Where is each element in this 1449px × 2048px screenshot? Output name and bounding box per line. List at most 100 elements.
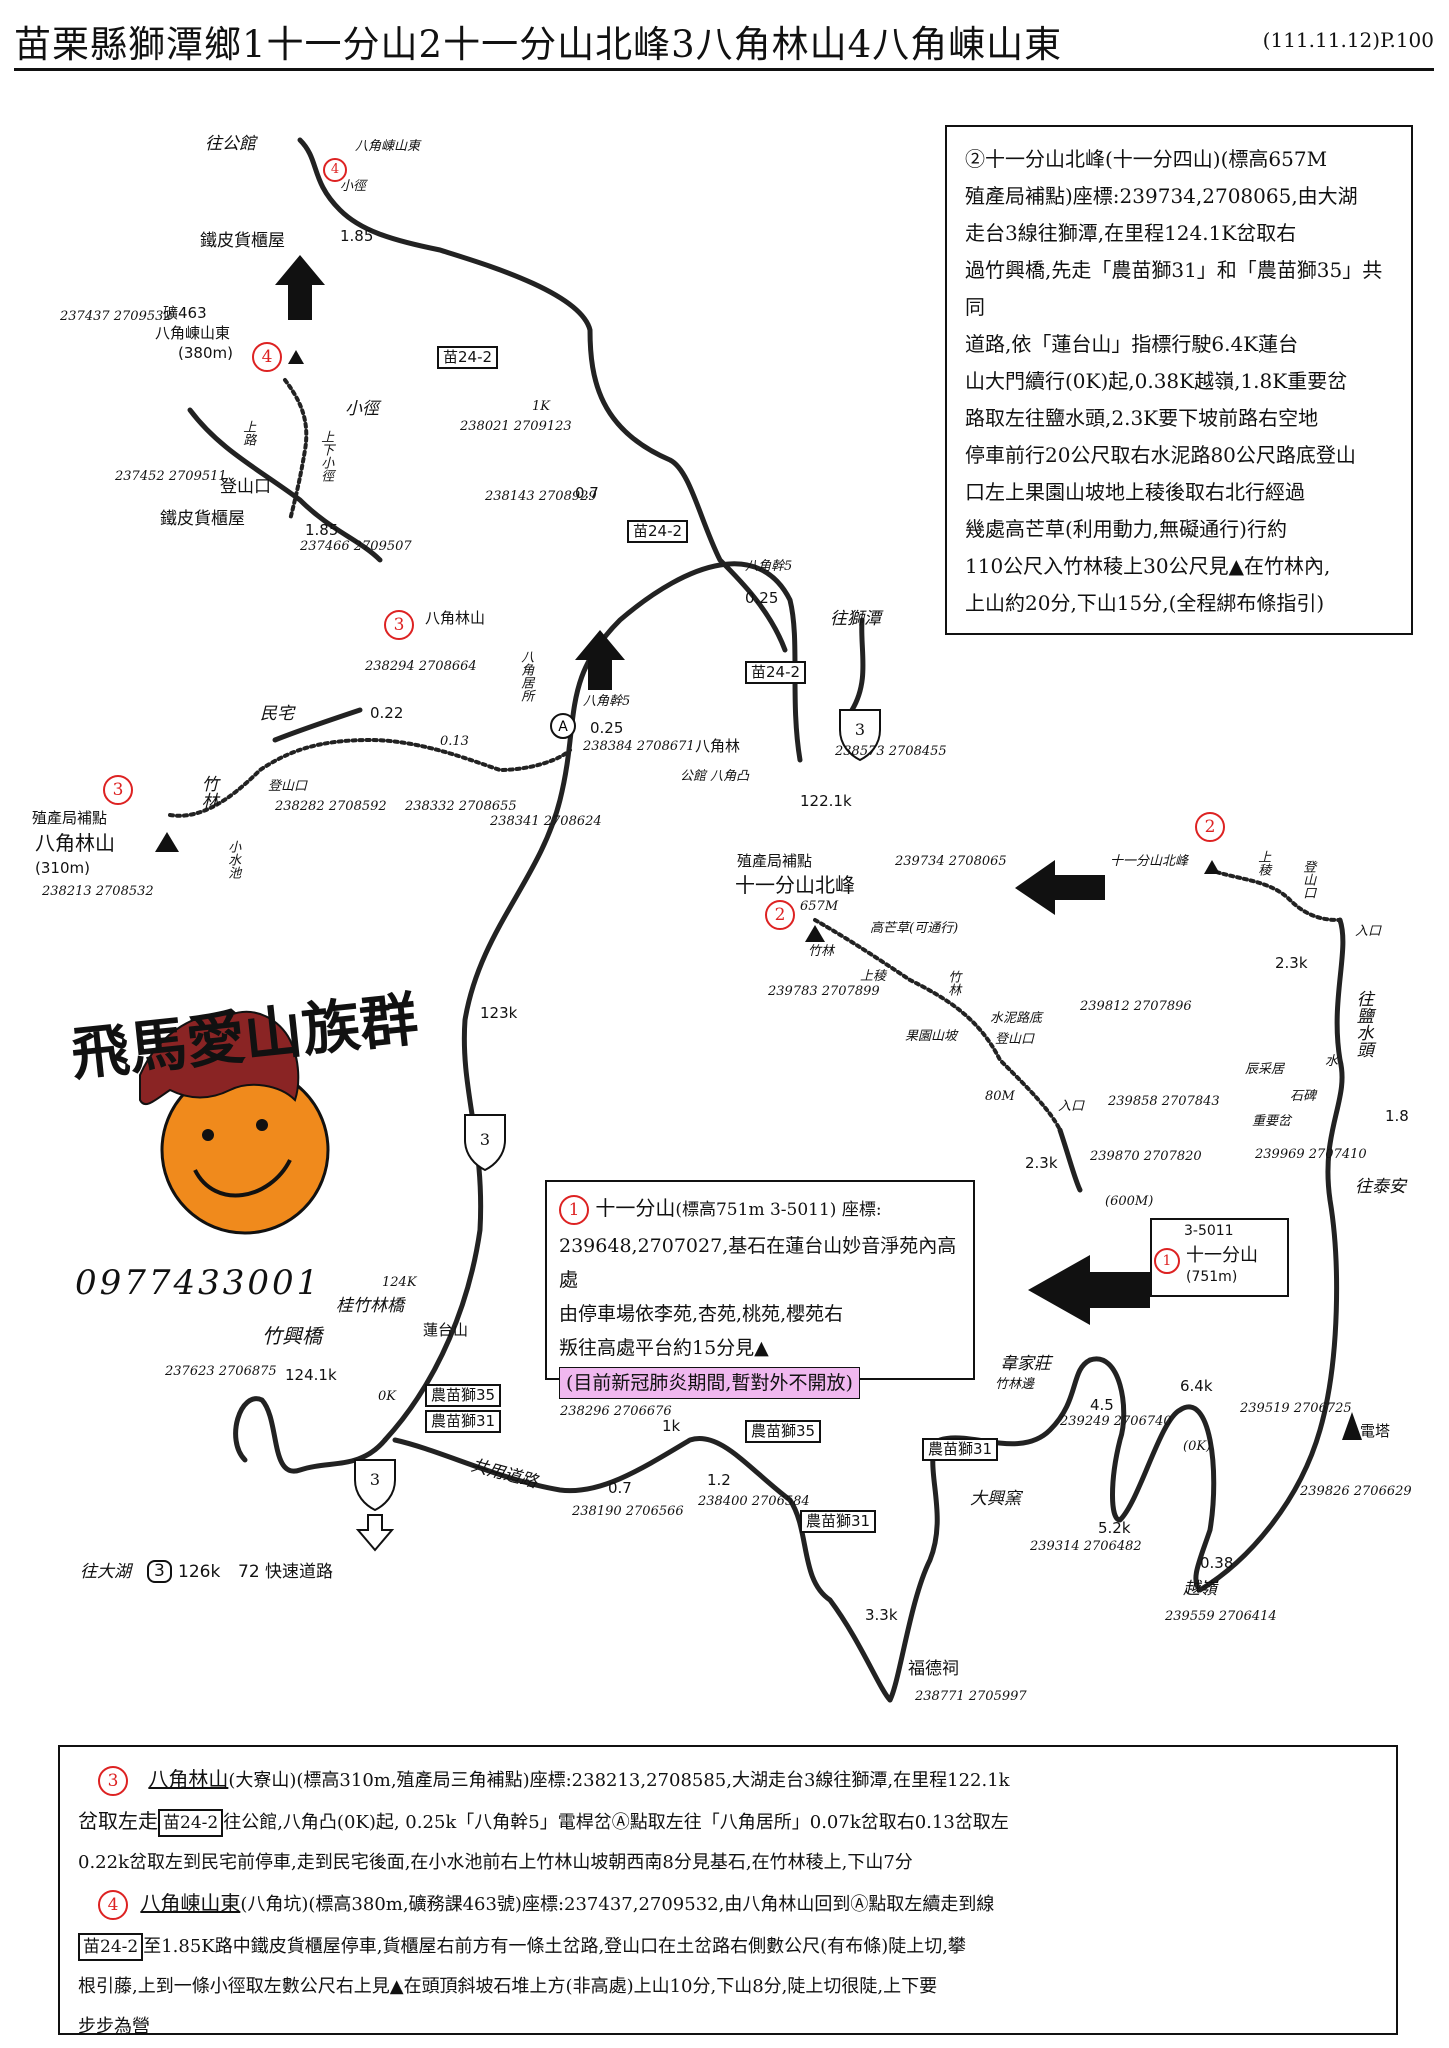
label-entrance: 入口 — [1058, 1099, 1085, 1114]
coord-r: 239969 2707410 — [1255, 1147, 1367, 1162]
info-1-body: 239648,2707027,基石在蓮台山妙音淨苑內高處 由停車場依李苑,杏苑,… — [559, 1229, 961, 1365]
coord-p: 239870 2707820 — [1090, 1149, 1202, 1164]
info-2-line: 山大門續行(0K)起,0.38K越嶺,1.8K重要岔 — [965, 369, 1348, 393]
label-baguadong-east-top: 八角崠山東 — [355, 139, 421, 154]
route-3-shield-north — [839, 709, 881, 762]
marker-1-sign: 1 — [1154, 1248, 1180, 1274]
label-trail-updown: 上下小徑 — [318, 430, 334, 482]
page-title: 苗栗縣獅潭鄉1十一分山2十一分山北峰3八角林山4八角崠山東 (111.11.12… — [14, 8, 1434, 71]
route-3-road-south — [233, 1396, 388, 1474]
label-k-1241: 124.1k — [285, 1366, 337, 1384]
info-1-line: 叛往高處平台約15分見▲ — [559, 1336, 769, 1359]
label-ridge-2: 上稜 — [860, 969, 887, 984]
label-bamboo: 竹林 — [197, 775, 218, 809]
coord-1k-b: 238296 2706676 — [560, 1404, 672, 1419]
label-trail-small-top: 小徑 — [340, 179, 367, 194]
label-bamboo-4: 竹林邊 — [995, 1377, 1035, 1392]
marker-2-right: 2 — [1195, 812, 1225, 842]
label-bajiaolin: 八角林 — [695, 737, 741, 755]
label-zhichan-2: 殖產局補點 — [737, 852, 813, 870]
road-east-b — [887, 1357, 1093, 1703]
coord-entrance: 239858 2707843 — [1108, 1094, 1220, 1109]
info-3-detail: (大寮山)(標高310m,殖產局三角補點)座標:238213,2708585,大… — [228, 1770, 1010, 1791]
label-stone: 石碑 — [1290, 1089, 1317, 1104]
summit-triangle-3 — [155, 832, 179, 852]
road-east — [392, 1436, 893, 1703]
coord-trailhead: 237452 2709511 — [115, 469, 227, 484]
info-4-line-4: 步步為營 — [78, 2016, 150, 2037]
trail-4-road — [187, 407, 383, 563]
label-guizhulin-bridge: 桂竹林橋 — [336, 1296, 404, 1316]
coord-038: 239559 2706414 — [1165, 1609, 1277, 1624]
label-k-1k-b: 1k — [662, 1417, 681, 1435]
arrow-up-1 — [275, 255, 325, 320]
label-north-peak-small: 十一分山北峰 — [1110, 854, 1189, 869]
route-3-road — [382, 561, 803, 1443]
label-ridge-r: 上稜 — [1255, 850, 1271, 876]
label-zhongyao: 重要岔 — [1252, 1114, 1292, 1129]
label-bamboo-2: 竹林 — [808, 944, 835, 959]
info-3-line2-a: 岔取左走 — [78, 1809, 158, 1833]
direction-arrows — [275, 255, 1150, 1325]
coord-3-trailhead: 238282 2708592 — [275, 799, 387, 814]
trail-4 — [283, 378, 309, 522]
info-4-detail: (八角坑)(標高380m,礦務課463號)座標:237437,2709532,由… — [240, 1894, 995, 1915]
label-zhuxing-bridge: 竹興橋 — [262, 1324, 322, 1348]
label-k-12: 1.2 — [707, 1471, 731, 1489]
info-3-name: 八角林山 — [148, 1767, 229, 1791]
label-to-taian: 往泰安 — [1355, 1177, 1406, 1197]
label-bamboo-3: 竹林 — [945, 970, 961, 996]
label-k-124: 124K — [382, 1275, 417, 1290]
label-k-1: 1K — [532, 399, 550, 414]
summit-triangle-2 — [805, 925, 825, 942]
summit-triangle-4 — [288, 350, 304, 364]
info-2-line: 殖產局補點)座標:239734,2708065,由大湖 — [965, 184, 1358, 208]
coord-2b: 239783 2707899 — [768, 984, 880, 999]
logo-eye-left — [202, 1129, 214, 1141]
label-to-gongguan: 往公館 — [205, 134, 256, 154]
label-trailhead-2: 登山口 — [995, 1032, 1035, 1047]
arrow-left-2 — [1028, 1255, 1150, 1325]
route-3-shield-south — [354, 1459, 396, 1512]
trail-north-peak-2 — [1208, 868, 1342, 922]
label-north-peak-name: 十一分山北峰 — [735, 873, 855, 897]
label-route3-badge: 3 — [147, 1560, 172, 1583]
info-3-line-1: 3 八角林山(大寮山)(標高310m,殖產局三角補點)座標:238213,270… — [78, 1759, 1378, 1801]
info-1-detail: (標高751m 3-5011) 座標: — [675, 1200, 882, 1220]
trail-3 — [168, 738, 572, 818]
label-ok: 0K — [378, 1389, 396, 1404]
label-dengshan-r: 登山口 — [1300, 860, 1316, 899]
coord-07: 238143 2708929 — [485, 489, 597, 504]
label-k-23-r: 2.3k — [1275, 954, 1308, 972]
info-4-line-1: 4 八角崠山東(八角坑)(標高380m,礦務課463號)座標:237437,27… — [78, 1883, 1378, 1925]
info-4-line2: 至1.85K路中鐵皮貨櫃屋停車,貨櫃屋右前方有一條土岔路,登山口在土岔路右側數公… — [143, 1936, 966, 1957]
label-k-013: 0.13 — [440, 734, 469, 749]
label-route3-126: 126k — [178, 1562, 221, 1582]
road-to-shitan — [849, 617, 866, 713]
label-trail-small: 小徑 — [345, 399, 379, 419]
route-3-shield-mid-num: 3 — [480, 1130, 490, 1149]
title-date: (111.11.12)P.100 — [1262, 28, 1434, 52]
info-box-peak-1: 1 十一分山(標高751m 3-5011) 座標: 239648,2707027… — [545, 1180, 975, 1399]
label-baguadong-east: 八角崠山東 — [155, 324, 231, 342]
coord-013: 238332 2708655 — [405, 799, 517, 814]
label-k-shui: 水 — [1325, 1054, 1339, 1069]
summit-triangle-north-peak — [1204, 860, 1220, 874]
label-bajiaolin-name: 八角林山 — [35, 831, 115, 855]
coord-45: 239249 2706740 — [1060, 1414, 1172, 1429]
label-k-025: 0.25 — [590, 719, 624, 737]
label-bajiao-pole5-top: 八角幹5 — [745, 559, 793, 574]
label-k-23: 2.3k — [1025, 1154, 1058, 1172]
label-k-07: 0.7 — [575, 484, 599, 502]
marker-4-bottom: 4 — [98, 1889, 128, 1920]
logo-phone: 0977433001 — [75, 1263, 322, 1303]
sign-5011-elev: (751m) — [1186, 1269, 1238, 1285]
road-242 — [297, 137, 788, 653]
info-3-line-3: 0.22k岔取左到民宅前停車,走到民宅後面,在小水池前右上竹林山坡朝西南8分見基… — [78, 1852, 913, 1873]
trail-3b — [272, 707, 363, 743]
label-bajiaoju: 八角居所 — [518, 650, 534, 702]
marker-1: 1 — [559, 1194, 589, 1225]
logo-graphic — [139, 1010, 330, 1235]
coord-tower: 239826 2706629 — [1300, 1484, 1412, 1499]
